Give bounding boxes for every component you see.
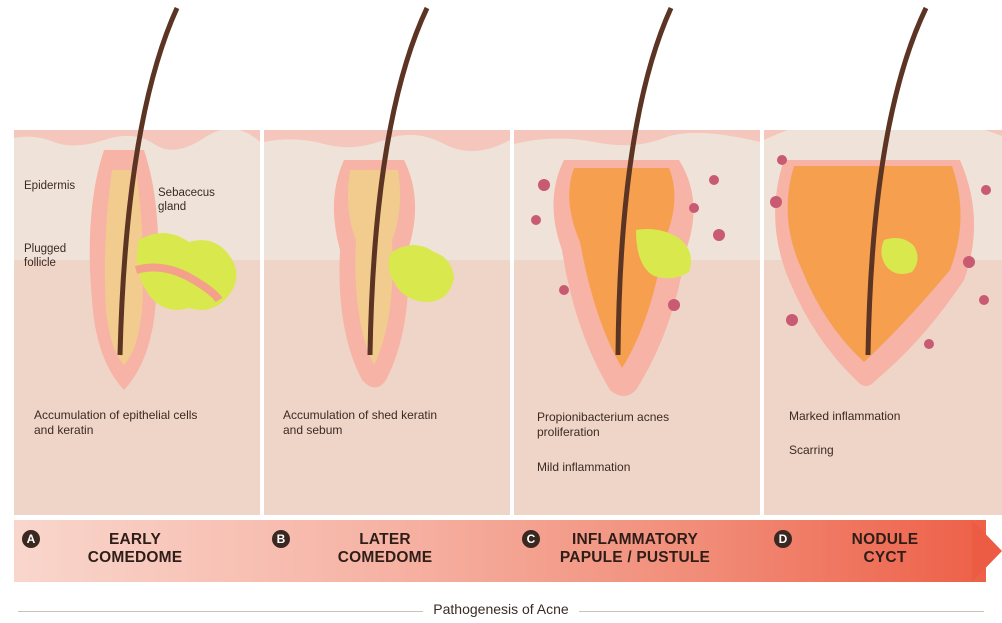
footer-caption-wrap: Pathogenesis of Acne bbox=[0, 601, 1002, 617]
panel-d-description-1: Marked inflammation bbox=[789, 409, 1002, 424]
plugged-follicle-callout: Plugged follicle bbox=[24, 242, 94, 270]
stage-c-title: INFLAMMATORY PAPULE / PUSTULE bbox=[545, 531, 725, 567]
band-arrow bbox=[972, 520, 1002, 582]
panel-b-description: Accumulation of shed keratin and sebum bbox=[283, 408, 443, 438]
stage-c-title-line2: PAPULE / PUSTULE bbox=[545, 549, 725, 567]
panel-c-description-2: Mild inflammation bbox=[537, 460, 752, 475]
stage-c-title-line1: INFLAMMATORY bbox=[545, 531, 725, 549]
stage-d-title: NODULE CYCT bbox=[810, 531, 960, 567]
footer-caption: Pathogenesis of Acne bbox=[423, 601, 578, 617]
stage-d-title-line2: CYCT bbox=[810, 549, 960, 567]
panel-c-description-1: Propionibacterium acnes proliferation bbox=[537, 410, 717, 440]
stage-a-title: EARLY COMEDOME bbox=[55, 531, 215, 567]
stage-d-badge: D bbox=[774, 530, 792, 548]
stage-d-title-line1: NODULE bbox=[810, 531, 960, 549]
stage-b-title: LATER COMEDOME bbox=[305, 531, 465, 567]
stage-a-title-line1: EARLY bbox=[55, 531, 215, 549]
stage-c-badge: C bbox=[522, 530, 540, 548]
stage-a-title-line2: COMEDOME bbox=[55, 549, 215, 567]
stage-a-badge: A bbox=[22, 530, 40, 548]
panel-d-description-2: Scarring bbox=[789, 443, 1002, 458]
epidermis-callout: Epidermis bbox=[24, 179, 75, 193]
sebaceous-gland-callout: Sebacecus gland bbox=[158, 186, 230, 214]
stage-b-badge: B bbox=[272, 530, 290, 548]
stage-b-title-line1: LATER bbox=[305, 531, 465, 549]
stage-b-title-line2: COMEDOME bbox=[305, 549, 465, 567]
panel-a-description: Accumulation of epithelial cells and ker… bbox=[34, 408, 219, 438]
